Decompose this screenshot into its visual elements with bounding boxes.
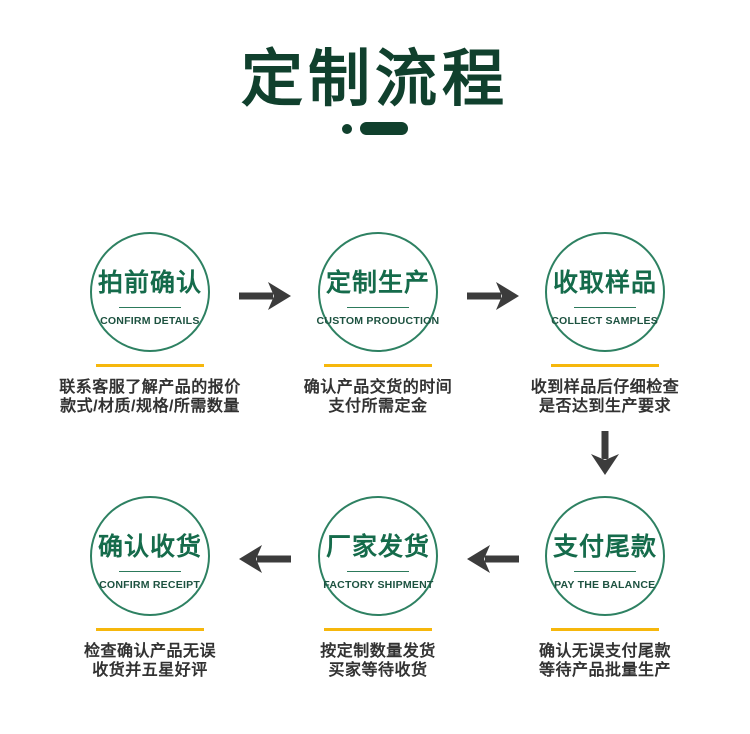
step-divider <box>574 570 636 572</box>
step-title-zh: 支付尾款 <box>552 532 657 561</box>
step-description: 按定制数量发货 买家等待收货 <box>268 642 488 680</box>
step-title-zh: 定制生产 <box>325 268 430 297</box>
step-description: 收到样品后仔细检查 是否达到生产要求 <box>495 378 715 416</box>
title-decoration <box>0 122 750 135</box>
step-divider <box>574 306 636 308</box>
step-factory-shipment: 厂家发货 FACTORY SHIPMENT 按定制数量发货 买家等待收货 <box>268 496 488 680</box>
step-description-line2: 等待产品批量生产 <box>538 662 671 679</box>
step-circle: 定制生产 CUSTOM PRODUCTION <box>316 232 440 352</box>
step-title-zh: 厂家发货 <box>325 532 430 561</box>
step-description: 检查确认产品无误 收货并五星好评 <box>40 642 260 680</box>
arrow-right-icon <box>467 281 519 311</box>
arrow-right-icon <box>239 281 291 311</box>
step-title-en: CONFIRM RECEIPT <box>99 578 201 591</box>
step-title-en: PAY THE BALANCE <box>554 578 656 591</box>
step-circle: 拍前确认 CONFIRM DETAILS <box>90 232 210 352</box>
step-description-line1: 确认产品交货的时间 <box>303 379 453 396</box>
step-description-line1: 检查确认产品无误 <box>83 643 216 660</box>
step-description: 联系客服了解产品的报价 款式/材质/规格/所需数量 <box>40 378 260 416</box>
accent-underline <box>551 364 659 367</box>
arrow-left-icon <box>467 544 519 574</box>
step-title-en: CONFIRM DETAILS <box>100 314 200 327</box>
decoration-dot-icon <box>342 123 352 134</box>
step-description-line1: 联系客服了解产品的报价 <box>59 379 241 396</box>
step-title-en: COLLECT SAMPLES <box>551 314 659 327</box>
step-confirm-details: 拍前确认 CONFIRM DETAILS 联系客服了解产品的报价 款式/材质/规… <box>40 232 260 416</box>
step-circle: 支付尾款 PAY THE BALANCE <box>545 496 665 616</box>
step-description-line2: 收货并五星好评 <box>92 662 208 679</box>
step-description: 确认无误支付尾款 等待产品批量生产 <box>495 642 715 680</box>
page-title: 定制流程 <box>240 45 509 114</box>
step-divider <box>119 570 181 572</box>
step-description-line2: 买家等待收货 <box>328 662 428 679</box>
step-title-zh: 拍前确认 <box>97 268 202 297</box>
step-description: 确认产品交货的时间 支付所需定金 <box>268 378 488 416</box>
step-circle: 厂家发货 FACTORY SHIPMENT <box>318 496 438 616</box>
accent-underline <box>551 628 659 631</box>
accent-underline <box>324 628 432 631</box>
arrow-left-icon <box>239 544 291 574</box>
step-collect-samples: 收取样品 COLLECT SAMPLES 收到样品后仔细检查 是否达到生产要求 <box>495 232 715 416</box>
step-divider <box>119 306 181 308</box>
step-description-line2: 款式/材质/规格/所需数量 <box>60 398 240 415</box>
step-circle: 收取样品 COLLECT SAMPLES <box>545 232 665 352</box>
step-pay-the-balance: 支付尾款 PAY THE BALANCE 确认无误支付尾款 等待产品批量生产 <box>495 496 715 680</box>
step-divider <box>347 306 409 308</box>
step-confirm-receipt: 确认收货 CONFIRM RECEIPT 检查确认产品无误 收货并五星好评 <box>40 496 260 680</box>
step-description-line2: 支付所需定金 <box>328 398 428 415</box>
step-title-en: FACTORY SHIPMENT <box>322 578 434 591</box>
step-description-line1: 确认无误支付尾款 <box>538 643 671 660</box>
step-description-line2: 是否达到生产要求 <box>538 398 671 415</box>
accent-underline <box>96 628 204 631</box>
step-divider <box>347 570 409 572</box>
decoration-dash-icon <box>360 122 408 135</box>
step-title-zh: 确认收货 <box>97 532 202 561</box>
accent-underline <box>324 364 432 367</box>
step-description-line1: 收到样品后仔细检查 <box>530 379 680 396</box>
accent-underline <box>96 364 204 367</box>
step-custom-production: 定制生产 CUSTOM PRODUCTION 确认产品交货的时间 支付所需定金 <box>268 232 488 416</box>
step-description-line1: 按定制数量发货 <box>320 643 436 660</box>
step-title-zh: 收取样品 <box>552 268 657 297</box>
step-title-en: CUSTOM PRODUCTION <box>316 314 440 327</box>
arrow-down-icon <box>590 431 620 475</box>
step-circle: 确认收货 CONFIRM RECEIPT <box>90 496 210 616</box>
